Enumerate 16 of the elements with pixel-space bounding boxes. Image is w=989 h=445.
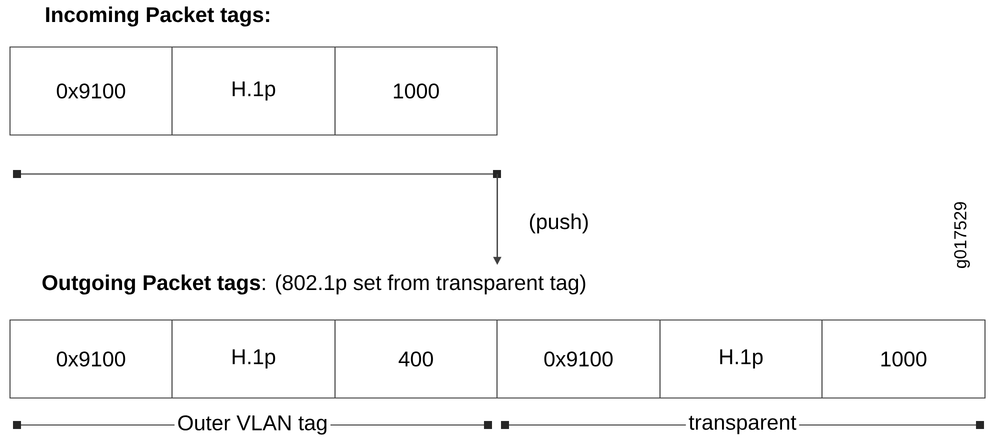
tag-cell: H.1p (171, 46, 336, 136)
tag-cell: H.1p (171, 319, 336, 399)
edge-label: (push) (530, 214, 588, 234)
span-label: Outer VLAN tag (178, 415, 326, 435)
heading: Outgoing Packet tags: (802.1p set from transparent tag) (42, 274, 586, 294)
heading: Incoming Packet tags: (46, 6, 270, 27)
tag-cell: 0x9100 (9, 46, 173, 136)
tag-cell: 1000 (334, 46, 498, 136)
tag-cell: 0x9100 (496, 319, 661, 399)
tag-cell: H.1p (659, 319, 823, 399)
tag-cell: 1000 (821, 319, 986, 399)
figure-id: g017529 (954, 202, 970, 268)
tag-cell: 0x9100 (9, 319, 173, 399)
span-label: transparent (688, 416, 796, 434)
span-bar (13, 170, 501, 178)
tag-cell: 400 (334, 319, 498, 399)
